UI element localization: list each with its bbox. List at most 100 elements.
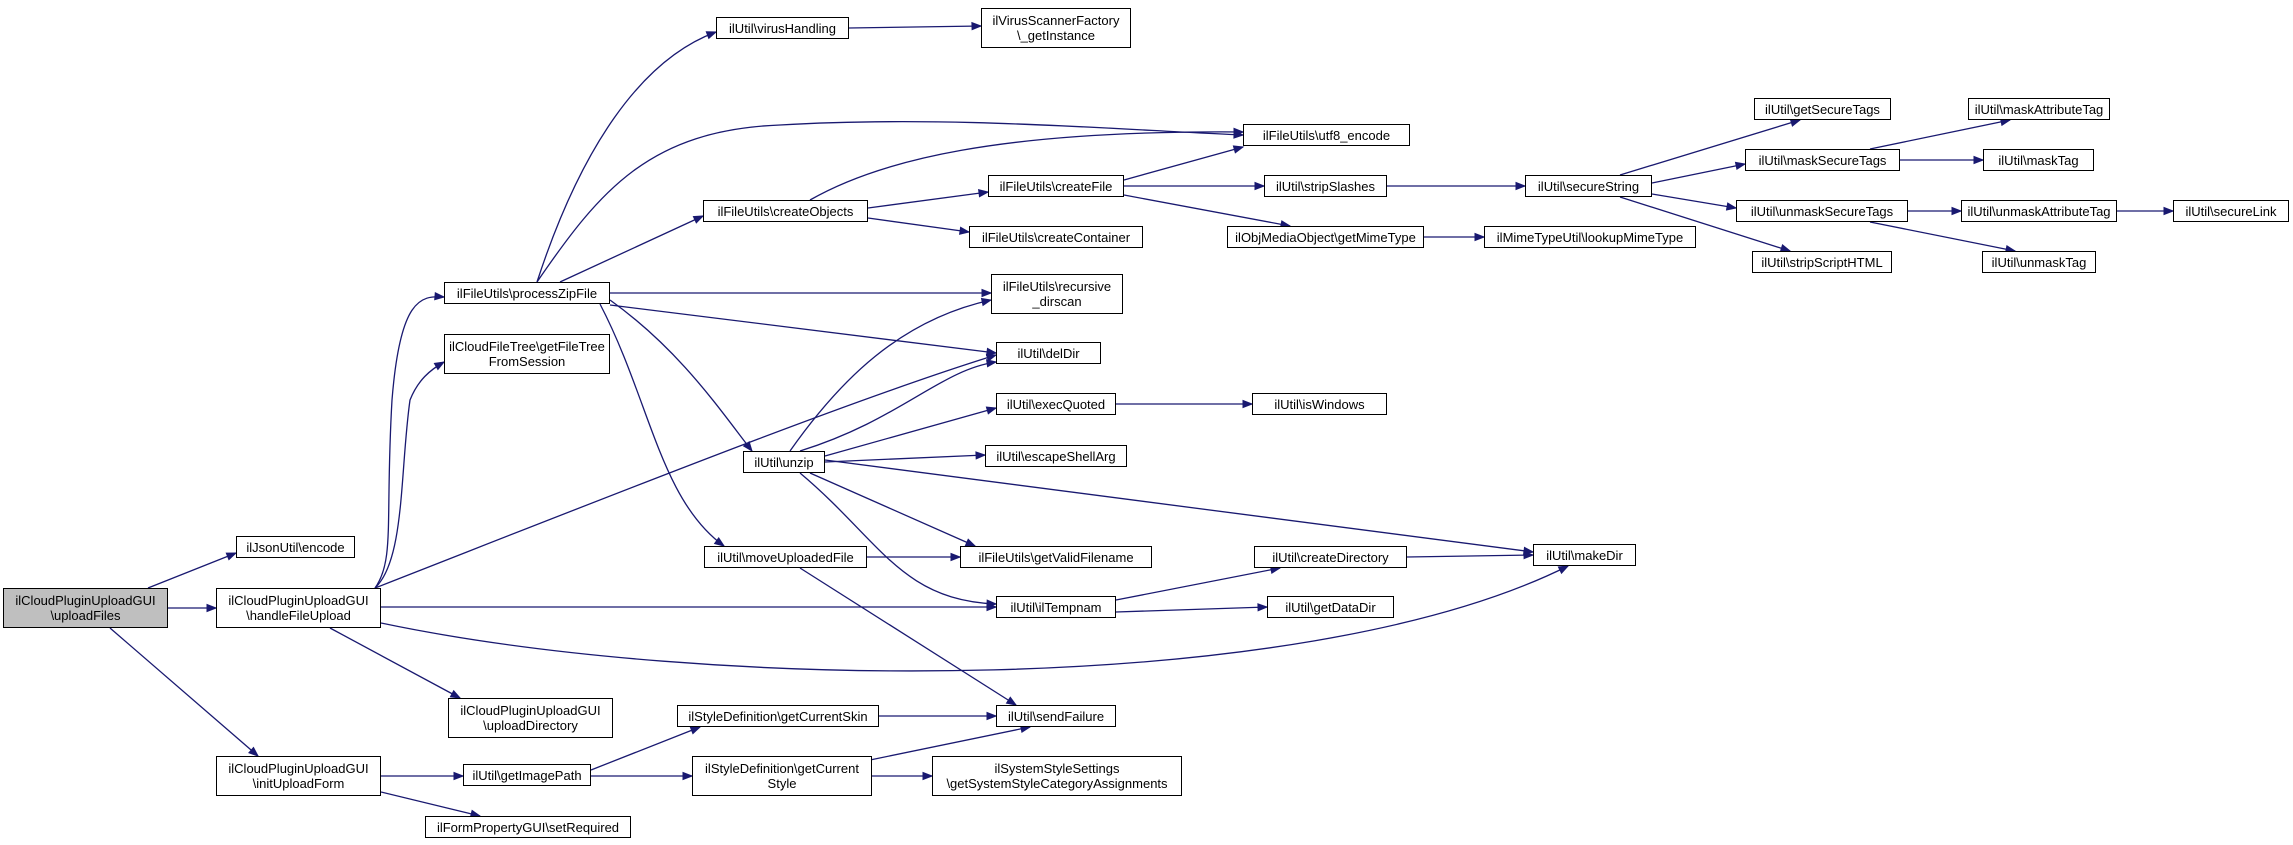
arrowhead <box>1734 161 1747 171</box>
node-ilfileutils-createobjects[interactable]: ilFileUtils\createObjects <box>703 200 868 222</box>
arrowhead <box>433 361 446 371</box>
arrowhead <box>692 215 705 224</box>
edge-ilstyledefinition-getcurrent-style-to-ilutil-sendfailure <box>869 726 1031 761</box>
node-label: ilSystemStyleSettings \getSystemStyleCat… <box>946 761 1168 791</box>
node-label: ilJsonUtil\encode <box>246 539 345 555</box>
node-iljsonutil-encode[interactable]: ilJsonUtil\encode <box>236 536 355 558</box>
arrowhead <box>1233 127 1245 137</box>
node-label: ilCloudPluginUploadGUI \handleFileUpload <box>228 593 369 623</box>
node-ilvirusscannerfactory-getinstance[interactable]: ilVirusScannerFactory \_getInstance <box>981 8 1131 48</box>
arrowhead <box>1474 232 1486 242</box>
node-label: ilUtil\unmaskAttributeTag <box>1967 203 2111 219</box>
node-ilcloudpluginuploadgui-inituploadform[interactable]: ilCloudPluginUploadGUI \initUploadForm <box>216 756 381 796</box>
edge-ilfileutils-createobjects-to-ilfileutils-utf8-encode <box>809 131 1244 201</box>
node-ilfileutils-createfile[interactable]: ilFileUtils\createFile <box>988 175 1124 197</box>
node-ilstyledefinition-getcurrentskin[interactable]: ilStyleDefinition\getCurrentSkin <box>677 705 879 727</box>
node-label: ilCloudPluginUploadGUI \initUploadForm <box>228 761 369 791</box>
node-label: ilUtil\createDirectory <box>1272 549 1389 565</box>
node-label: ilObjMediaObject\getMimeType <box>1235 229 1416 245</box>
node-ilutil-moveuploadedfile[interactable]: ilUtil\moveUploadedFile <box>704 546 867 568</box>
node-label: ilUtil\secureString <box>1537 178 1640 194</box>
arrowhead <box>958 226 971 235</box>
node-ilutil-unzip[interactable]: ilUtil\unzip <box>743 451 825 473</box>
arrowhead <box>225 552 238 561</box>
edge-ilutil-unmasksecuretags-to-ilutil-unmasktag <box>1869 221 2016 252</box>
node-ilobjmediaobject-getmimetype[interactable]: ilObjMediaObject\getMimeType <box>1227 226 1424 248</box>
node-ilutil-securelink[interactable]: ilUtil\secureLink <box>2173 200 2289 222</box>
edge-ilutil-masksecuretags-to-ilutil-maskattributetag <box>1869 119 2011 150</box>
node-ilfileutils-createcontainer[interactable]: ilFileUtils\createContainer <box>969 226 1143 248</box>
edge-ilfileutils-processzipfile-to-ilfileutils-utf8-encode <box>536 120 1244 283</box>
node-ilutil-unmasktag[interactable]: ilUtil\unmaskTag <box>1982 251 2096 273</box>
node-ilsystemstylesettings-getsystemstylecategoryassignments[interactable]: ilSystemStyleSettings \getSystemStyleCat… <box>932 756 1182 796</box>
edge-ilfileutils-createobjects-to-ilfileutils-createfile <box>867 191 989 209</box>
arrowhead <box>248 746 260 757</box>
node-ilutil-getdatadir[interactable]: ilUtil\getDataDir <box>1267 596 1394 618</box>
node-ilutil-maskattributetag[interactable]: ilUtil\maskAttributeTag <box>1968 98 2110 120</box>
edge-ilutil-securestring-to-ilutil-getsecuretags <box>1619 119 1801 176</box>
node-ilutil-securestring[interactable]: ilUtil\secureString <box>1525 175 1652 197</box>
arrowhead <box>1725 202 1738 211</box>
edge-ilcloudpluginuploadgui-handlefileupload-to-ilcloudpluginuploadgui-uploaddirectory <box>329 627 461 699</box>
arrowhead <box>975 451 987 460</box>
arrowhead <box>2163 206 2175 216</box>
edge-ilutil-getimagepath-to-ilstyledefinition-getcurrentskin <box>590 726 701 771</box>
node-ilutil-iltempnam[interactable]: ilUtil\ilTempnam <box>996 596 1116 618</box>
node-ilcloudpluginuploadgui-handlefileupload[interactable]: ilCloudPluginUploadGUI \handleFileUpload <box>216 588 381 628</box>
node-ilfileutils-utf8-encode[interactable]: ilFileUtils\utf8_encode <box>1243 124 1410 146</box>
arrowhead <box>986 599 998 608</box>
node-ilutil-unmasksecuretags[interactable]: ilUtil\unmaskSecureTags <box>1736 200 1908 222</box>
node-ilcloudpluginuploadgui-uploaddirectory[interactable]: ilCloudPluginUploadGUI \uploadDirectory <box>448 698 613 738</box>
arrowhead <box>1254 181 1266 191</box>
node-ilutil-stripslashes[interactable]: ilUtil\stripSlashes <box>1264 175 1387 197</box>
edge-ilutil-unzip-to-ilfileutils-recursive-dirscan <box>789 299 992 452</box>
node-ilutil-stripscripthtml[interactable]: ilUtil\stripScriptHTML <box>1752 251 1892 273</box>
node-ilutil-execquoted[interactable]: ilUtil\execQuoted <box>996 393 1116 415</box>
node-label: ilUtil\isWindows <box>1274 396 1365 412</box>
arrowhead <box>978 189 990 198</box>
arrowhead <box>1232 145 1245 154</box>
node-label: ilCloudFileTree\getFileTree FromSession <box>449 339 605 369</box>
arrowhead <box>1789 118 1802 127</box>
node-ilutil-deldir[interactable]: ilUtil\delDir <box>996 342 1101 364</box>
node-label: ilUtil\ilTempnam <box>1010 599 1102 615</box>
node-ilutil-virushandling[interactable]: ilUtil\virusHandling <box>716 17 849 39</box>
node-ilutil-getsecuretags[interactable]: ilUtil\getSecureTags <box>1754 98 1891 120</box>
node-label: ilStyleDefinition\getCurrentSkin <box>688 708 868 724</box>
arrowhead <box>981 288 993 298</box>
node-label: ilCloudPluginUploadGUI \uploadDirectory <box>460 703 601 733</box>
node-ilfileutils-processzipfile[interactable]: ilFileUtils\processZipFile <box>444 282 610 304</box>
node-ilcloudfiletree-getfiletree-fromsession[interactable]: ilCloudFileTree\getFileTree FromSession <box>444 334 610 374</box>
node-ilutil-iswindows[interactable]: ilUtil\isWindows <box>1252 393 1387 415</box>
arrowhead <box>1523 550 1535 560</box>
edge-ilfileutils-createobjects-to-ilfileutils-createcontainer <box>867 217 970 233</box>
node-ilfileutils-recursive-dirscan[interactable]: ilFileUtils\recursive _dirscan <box>991 274 1123 314</box>
edge-ilcloudpluginuploadgui-uploadfiles-to-ilcloudpluginuploadgui-inituploadform <box>109 627 259 757</box>
node-ilutil-masksecuretags[interactable]: ilUtil\maskSecureTags <box>1745 149 1900 171</box>
arrowhead <box>1973 155 1985 165</box>
node-ilformpropertygui-setrequired[interactable]: ilFormPropertyGUI\setRequired <box>425 816 631 838</box>
node-ilfileutils-getvalidfilename[interactable]: ilFileUtils\getValidFilename <box>960 546 1152 568</box>
node-ilutil-unmaskattributetag[interactable]: ilUtil\unmaskAttributeTag <box>1961 200 2117 222</box>
arrowhead <box>986 347 998 357</box>
node-ilutil-escapeshellarg[interactable]: ilUtil\escapeShellArg <box>985 445 1127 467</box>
edge-ilfileutils-processzipfile-to-ilutil-unzip <box>609 299 753 452</box>
node-ilutil-masktag[interactable]: ilUtil\maskTag <box>1983 149 2094 171</box>
edge-ilutil-unzip-to-ilutil-deldir <box>799 361 997 452</box>
node-ilstyledefinition-getcurrent-style[interactable]: ilStyleDefinition\getCurrent Style <box>692 756 872 796</box>
arrowhead <box>434 292 446 301</box>
node-ilutil-createdirectory[interactable]: ilUtil\createDirectory <box>1254 546 1407 568</box>
arrowhead <box>985 359 998 368</box>
node-ilutil-getimagepath[interactable]: ilUtil\getImagePath <box>463 764 591 786</box>
node-ilcloudpluginuploadgui-uploadfiles[interactable]: ilCloudPluginUploadGUI \uploadFiles <box>3 588 168 628</box>
node-label: ilUtil\getSecureTags <box>1765 101 1880 117</box>
node-ilmimetypeutil-lookupmimetype[interactable]: ilMimeTypeUtil\lookupMimeType <box>1484 226 1696 248</box>
arrowhead <box>950 552 962 562</box>
node-label: ilUtil\maskSecureTags <box>1758 152 1887 168</box>
edge-ilutil-securestring-to-ilutil-masksecuretags <box>1651 163 1746 184</box>
arrowhead <box>1515 181 1527 191</box>
node-label: ilFileUtils\createFile <box>999 178 1113 194</box>
node-ilutil-makedir[interactable]: ilUtil\makeDir <box>1533 544 1636 566</box>
node-ilutil-sendfailure[interactable]: ilUtil\sendFailure <box>996 705 1116 727</box>
arrowhead <box>449 689 462 699</box>
